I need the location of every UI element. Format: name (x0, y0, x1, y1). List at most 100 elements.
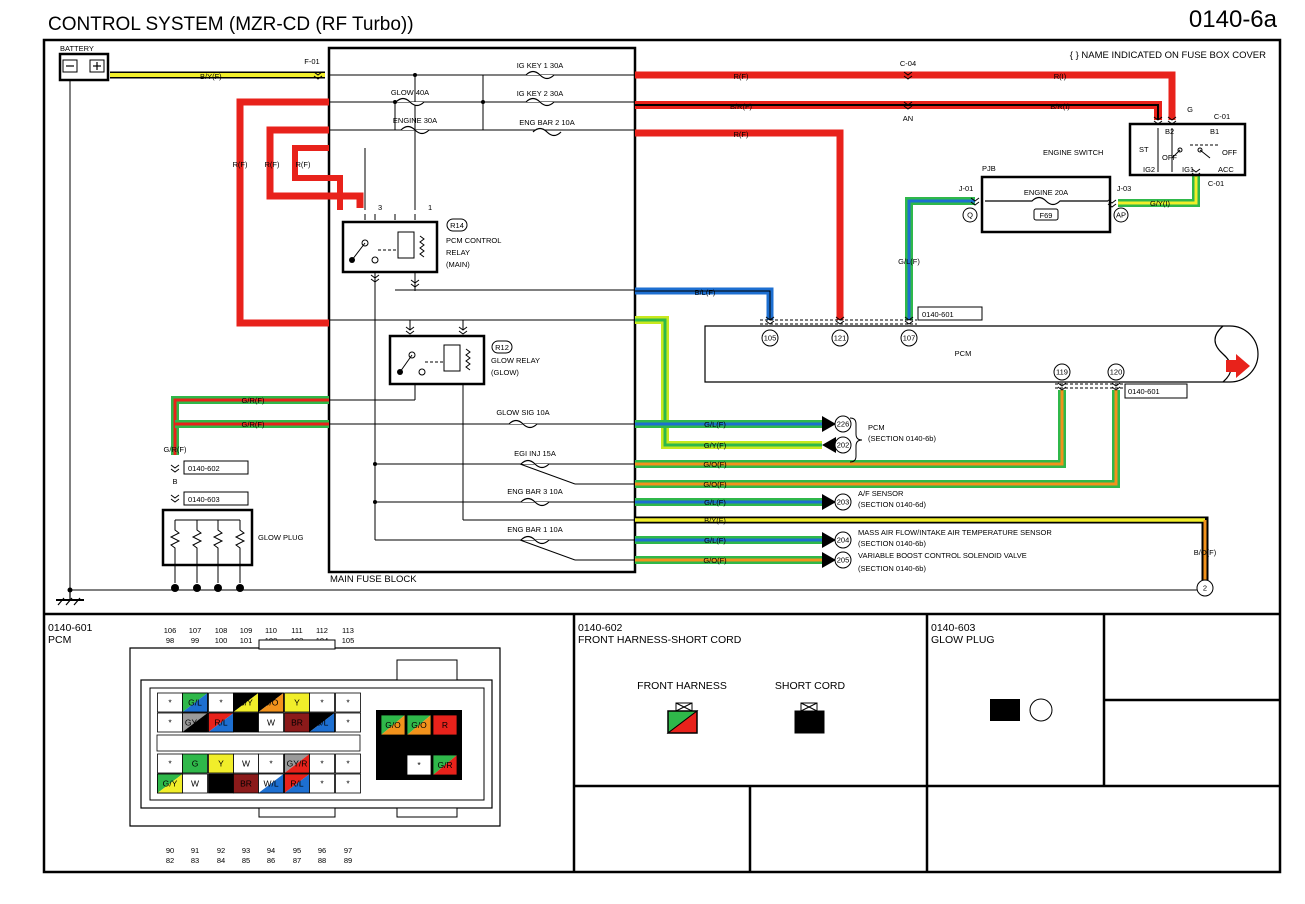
pin-color-label: * (168, 718, 172, 728)
wire-label: B/R(I) (1050, 102, 1070, 111)
glow-relay: R12 GLOW RELAY (GLOW) (388, 334, 540, 386)
diagram-frame (42, 38, 1282, 874)
panel-code: 0140-601 (48, 622, 93, 634)
pin-number: 113 (342, 626, 354, 635)
svg-text:GLOW SIG 10A: GLOW SIG 10A (496, 408, 549, 417)
pin-color-label: W/L (263, 779, 278, 789)
wire-label: R(F) (734, 72, 749, 81)
pin-cell (258, 712, 284, 733)
pin-color-b (407, 715, 431, 735)
wire-br-inner (635, 104, 1159, 120)
svg-text:PCM: PCM (955, 349, 972, 358)
pin-color-label: B/L (316, 718, 329, 728)
pin-number: 101 (240, 636, 253, 645)
pin-number: 91 (191, 846, 199, 855)
svg-text:ENGINE 30A: ENGINE 30A (393, 116, 437, 125)
pin-color-b (284, 774, 310, 793)
wire-label: B/R(F) (730, 102, 753, 111)
fuse-eng-bar-3: ENG BAR 3 10A (507, 487, 563, 507)
pin-number: 94 (267, 846, 275, 855)
pin-color-b (182, 693, 208, 712)
connector-caption: SHORT CORD (775, 680, 846, 692)
wire-label: G/L(F) (704, 536, 726, 545)
svg-text:OFF: OFF (1162, 153, 1177, 162)
pin-number: 83 (191, 856, 199, 865)
pin-color-label: R/L (290, 779, 304, 789)
wire-label: G/R(F) (242, 396, 265, 405)
pin-color-label: W (242, 759, 250, 769)
svg-text:ENGINE 20A: ENGINE 20A (1024, 188, 1068, 197)
wire-label: G/R(F) (242, 420, 265, 429)
pin-number: 112 (316, 626, 328, 635)
main-fuse-block (327, 46, 637, 574)
svg-text:GLOW PLUG: GLOW PLUG (258, 533, 304, 542)
pin-color-label: * (219, 698, 223, 708)
pin-number: 108 (215, 626, 228, 635)
battery-label: BATTERY (60, 44, 94, 53)
panel-code: 0140-603 (931, 622, 976, 634)
pcm-brace (849, 417, 863, 463)
connector-label: G (1187, 105, 1193, 114)
pin-number: 84 (217, 856, 225, 865)
fuse-egi-inj: EGI INJ 15A (514, 449, 556, 469)
pin-color-label: Y (218, 759, 224, 769)
wire-label: B/O(F) (1194, 548, 1217, 557)
pin-outline (182, 712, 208, 733)
panel-code: 0140-602 (578, 622, 623, 634)
pin-color-label: * (346, 759, 350, 769)
continue-arrow-icon (1226, 354, 1250, 378)
connector-chevron (170, 494, 180, 503)
connector-label: B (172, 477, 177, 486)
pin-number: 119 (1056, 368, 1068, 377)
page-title: CONTROL SYSTEM (MZR-CD (RF Turbo)) (48, 14, 414, 35)
pin-outline (309, 712, 335, 733)
gr-wires (171, 396, 329, 455)
wire-label: G/Y(F) (704, 441, 727, 450)
svg-text:F69: F69 (1040, 211, 1053, 220)
connector-chevron (405, 326, 415, 335)
pin-color-b (284, 754, 310, 773)
destination-label: (SECTION 0140-6d) (858, 500, 926, 509)
pin-color-label: GY/R (287, 759, 308, 769)
blue-wires (635, 287, 774, 320)
svg-text:GLOW 40A: GLOW 40A (391, 88, 429, 97)
connector-chevron (835, 316, 845, 325)
pin-color-label: B/O (264, 698, 279, 708)
pin-color-b (182, 713, 208, 732)
pin-color-label: W (267, 718, 275, 728)
connector-chevron (903, 71, 913, 80)
svg-text:OFF: OFF (1222, 148, 1237, 157)
svg-text:ENGINE SWITCH: ENGINE SWITCH (1043, 148, 1103, 157)
wire-r-engine (266, 126, 364, 208)
pin-number: 87 (293, 856, 301, 865)
glow-plug-connector (990, 698, 1053, 722)
connector-chevron (170, 464, 180, 473)
pin-number: 106 (164, 626, 177, 635)
ground-line (56, 587, 1198, 606)
pin-outline (258, 692, 284, 713)
pin-number: 110 (265, 626, 277, 635)
pin-color-label: * (346, 698, 350, 708)
destination-label: (SECTION 0140-6b) (858, 564, 926, 573)
pin-number: 97 (344, 846, 352, 855)
pin-number: 89 (344, 856, 352, 865)
connector-label: C-01 (1208, 179, 1224, 188)
pin-circle (831, 329, 849, 347)
red-wires (236, 71, 1176, 327)
pin-circle (1196, 579, 1214, 597)
pin-number: 226 (837, 420, 850, 429)
pin-number: 100 (215, 636, 228, 645)
wire-label: B/Y(F) (704, 516, 726, 525)
destination-label: PCM (868, 423, 885, 432)
wire-gl-pjb (905, 197, 975, 320)
pin-number: 107 (189, 626, 202, 635)
svg-text:(GLOW): (GLOW) (491, 368, 519, 377)
pin-cell (432, 714, 458, 736)
pin-number: 202 (837, 441, 850, 450)
connector-chevron (458, 326, 468, 335)
short-cord-connector (794, 702, 825, 734)
pin-color-label: * (417, 760, 421, 770)
connector-label: F-01 (304, 57, 319, 66)
svg-text:ACC: ACC (1218, 165, 1234, 174)
